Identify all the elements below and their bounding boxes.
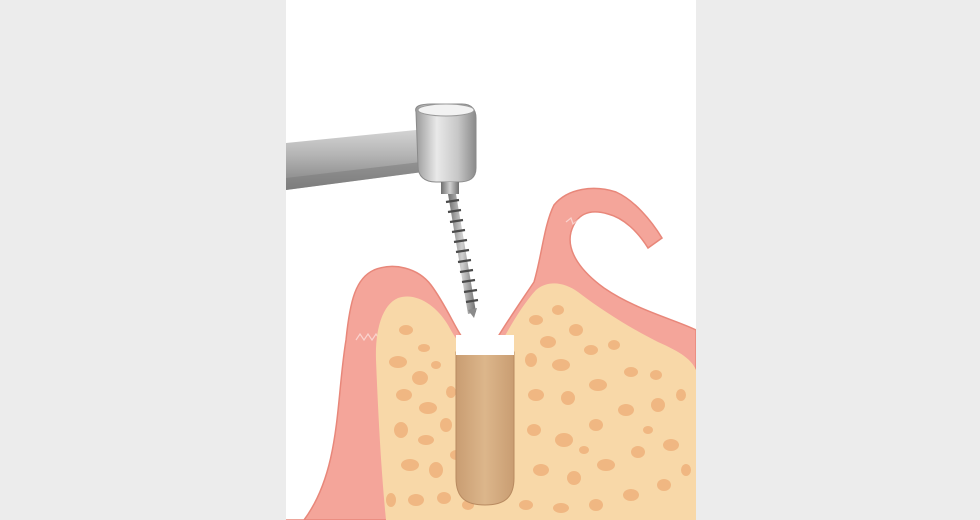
bone-trabeculae <box>386 305 691 513</box>
dental-drilling-illustration <box>286 103 696 520</box>
handpiece-head-top <box>417 103 475 117</box>
handpiece-head <box>415 103 477 183</box>
drill-bit <box>445 194 479 318</box>
socket-opening <box>456 335 514 355</box>
handpiece-shaft-shadow <box>286 160 438 190</box>
illustration-panel <box>286 0 696 520</box>
gum-edge-texture-right <box>565 216 602 233</box>
osteotomy-socket <box>455 351 515 506</box>
handpiece-chuck <box>441 182 459 194</box>
